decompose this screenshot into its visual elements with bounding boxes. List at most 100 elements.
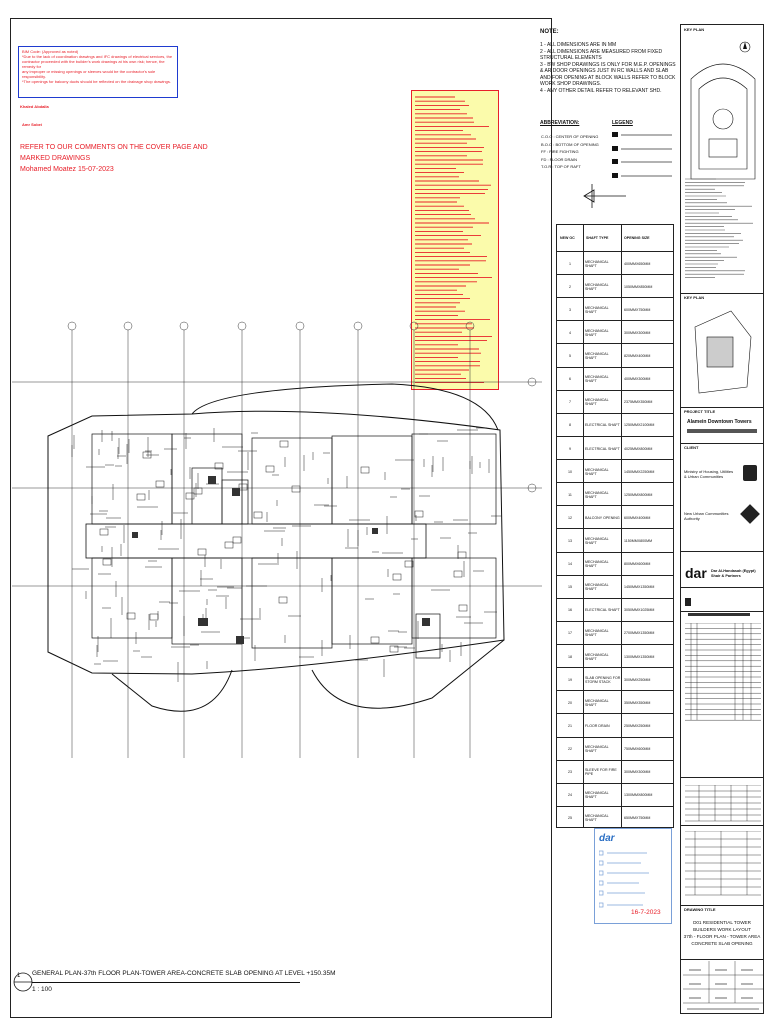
schedule-cell: 7 [569, 400, 571, 405]
schedule-cell: 2 [569, 284, 571, 289]
abbreviation-item: B.O.O : BOTTOM OF OPENING [541, 141, 599, 147]
schedule-cell: BALCONY OPENING [585, 515, 620, 520]
consultant-name: Dar Al-Handasah (Egypt) Shair & Partners [711, 569, 756, 579]
drawing-title-label: DRAWING TITLE [684, 907, 716, 912]
schedule-cell: 300MMX250MM [624, 677, 651, 682]
project-title-label: PROJECT TITLE [684, 409, 716, 414]
consultant-name-line: Dar Al-Handasah (Egypt) [711, 569, 756, 573]
reviewer-name: Amr Sobei [22, 122, 43, 127]
schedule-cell: ELECTRICAL SHAFT [585, 446, 620, 451]
schedule-cell: MECHANICAL SHAFT [585, 629, 609, 638]
abbreviation-item: FD : FLOOR DRAIN [541, 156, 578, 162]
consultant-logo: dar [685, 565, 707, 581]
schedule-cell: 10 [568, 469, 572, 474]
building-outline [47, 383, 505, 712]
schedule-cell: 19 [568, 677, 572, 682]
schedule-cell: MECHANICAL SHAFT [585, 791, 609, 800]
schedule-cell: 23 [568, 770, 572, 775]
schedule-cell: MECHANICAL SHAFT [585, 745, 609, 754]
client-name: Ministry of Housing, Utilities & Urban C… [684, 469, 733, 479]
schedule-cell: MECHANICAL SHAFT [585, 305, 609, 314]
plan-number: 1 [17, 973, 21, 979]
note-item: 3 - BW SHOP DRAWINGS IS ONLY FOR M.E.P. … [540, 61, 676, 88]
schedule-header-cell: OPENING SIZE [624, 236, 650, 240]
key-plan-drawing [690, 41, 756, 180]
schedule-cell: 1450MMX2250MM [624, 469, 655, 474]
bim-comment-heading: BIM Code: (Approved as noted) [22, 49, 79, 54]
schedule-cell: 4 [569, 330, 571, 335]
authority-emblem-icon [740, 504, 760, 524]
schedule-cell: 1050MMX850MM [624, 284, 653, 289]
schedule-cell: 1150MMX800MM [624, 538, 653, 543]
schedule-cell: 3 [569, 307, 571, 312]
schedule-cell: 1250MMX2100MM [624, 423, 655, 428]
schedule-cell: MECHANICAL SHAFT [585, 467, 609, 476]
schedule-cell: 600MMX400MM [624, 515, 651, 520]
schedule-cell: 820MMX400MM [624, 354, 651, 359]
main-comment-line: MARKED DRAWINGS [20, 155, 91, 162]
key-plan-label: KEY PLAN [684, 295, 705, 300]
schedule-cell: 1250MMX800MM [624, 492, 653, 497]
schedule-cell: 25 [568, 816, 572, 821]
schedule-cell: MECHANICAL SHAFT [585, 583, 609, 592]
schedule-cell: ELECTRICAL SHAFT [585, 608, 620, 613]
schedule-cell: 1 [569, 261, 571, 266]
plan-title-underline [32, 982, 300, 983]
plan-title: GENERAL PLAN-37th FLOOR PLAN-TOWER AREA-… [32, 970, 336, 977]
abbreviation-item: C.O.O : CENTER OF OPENING [541, 134, 599, 139]
revision-table [685, 623, 761, 721]
schedule-cell: 13 [568, 538, 572, 543]
schedule-cell: MECHANICAL SHAFT [585, 398, 609, 407]
schedule-cell: FLOOR DRAIN [585, 723, 610, 728]
abbreviation-item: T.O.R : TOP OF RAFT [541, 164, 581, 169]
schedule-cell: MECHANICAL SHAFT [585, 282, 609, 291]
corridor [85, 523, 427, 559]
schedule-cell: 9 [569, 446, 571, 451]
schedule-row: 2 MECHANICAL SHAFT 1050MMX850MM [557, 274, 673, 298]
schedule-row: 10 MECHANICAL SHAFT 1450MMX2250MM [557, 459, 673, 483]
schedule-cell: 300MMX300MM [624, 330, 651, 335]
authority-name-line: Authority [684, 516, 700, 521]
schedule-cell: 2700MMX1350MM [624, 631, 655, 636]
schedule-cell: 12 [568, 515, 572, 520]
schedule-cell: 16 [568, 608, 572, 613]
main-comment-signature: Mohamed Moatez 15-07-2023 [20, 166, 114, 173]
legend-symbols [612, 132, 672, 178]
schedule-cell: 14 [568, 562, 572, 567]
bim-comment-line: *Due to the lack of coordination drawing… [22, 54, 173, 59]
schedule-cell: 18 [568, 654, 572, 659]
bim-comment-box: BIM Code: (Approved as noted) *Due to th… [18, 46, 178, 98]
notes-heading: NOTE: [540, 29, 559, 35]
general-notes-text [685, 178, 753, 278]
schedule-cell: 24 [568, 793, 572, 798]
schedule-cell: SLAB OPENING FOR STORM STACK [585, 675, 621, 684]
schedule-cell: 1300MMX1350MM [624, 654, 655, 659]
schedule-cell: MECHANICAL SHAFT [585, 375, 609, 384]
client-name-line: & Urban Communities [684, 474, 724, 479]
drawing-info-grid [683, 961, 763, 1010]
approval-stamp: dar 16-7-2023 [594, 828, 672, 924]
markup-comment-box [411, 90, 499, 390]
client-name-line: Ministry of Housing, Utilities [684, 469, 734, 474]
floor-plan-drawing [12, 321, 542, 758]
drawing-title-line: D01 RESIDENTIAL TOWER [693, 920, 751, 925]
key-plan-label: KEY PLAN [684, 27, 705, 32]
stamp-logo: dar [599, 833, 615, 844]
markup-text-lines [415, 96, 492, 384]
drawing-frame [10, 18, 552, 1018]
drawing-title: D01 RESIDENTIAL TOWER BUILDERS WORK LAYO… [681, 919, 763, 947]
schedule-cell: 4025MMX800MM [624, 446, 653, 451]
project-subtitle-bar [687, 429, 757, 433]
schedule-cell: MECHANICAL SHAFT [585, 536, 609, 545]
stamp-checkbox-lines [599, 850, 649, 908]
schedule-cell: 21 [568, 723, 572, 728]
